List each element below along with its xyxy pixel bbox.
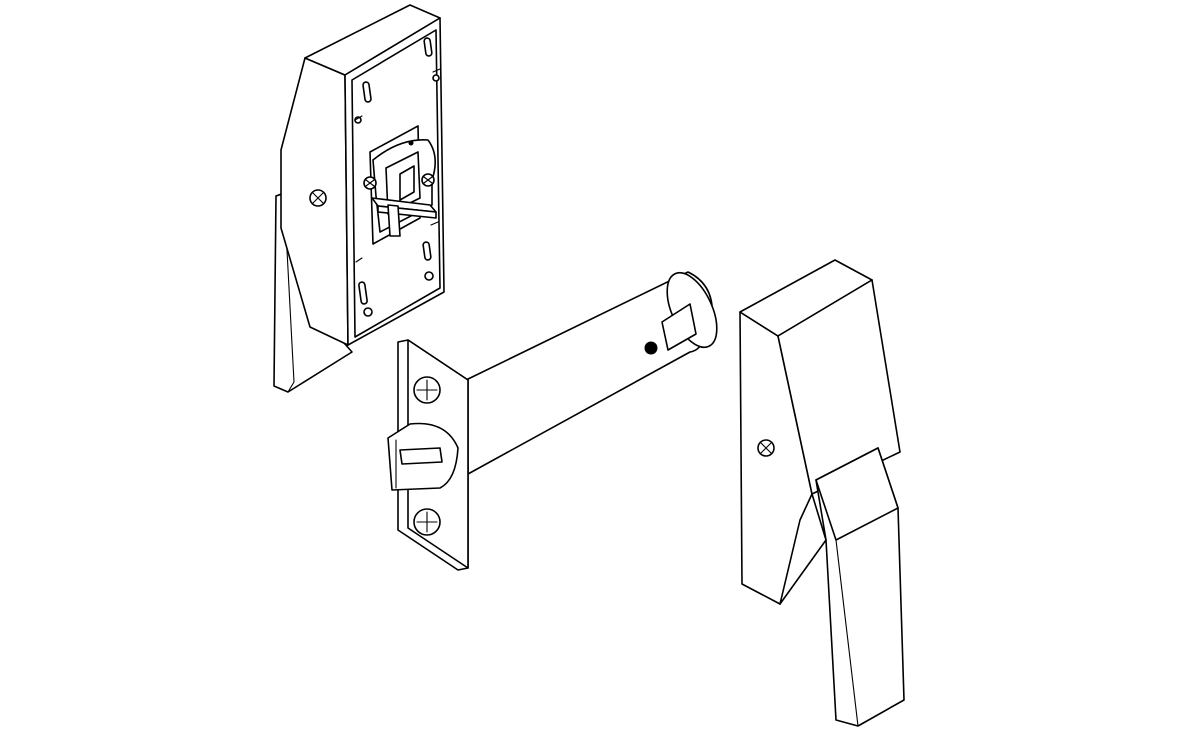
side-screw-icon — [309, 189, 327, 207]
mounting-slots — [354, 37, 441, 317]
outside-housing — [739, 259, 905, 727]
faceplate-screw-top-icon — [413, 376, 441, 404]
faceplate-screw-bottom-icon — [413, 508, 441, 536]
outside-housing-side — [777, 279, 901, 495]
latch-bolt — [387, 422, 459, 491]
tubular-latch — [387, 271, 718, 571]
outside-screw-icon — [757, 439, 775, 457]
spindle-mechanism — [363, 125, 437, 245]
spindle-hole-icon — [644, 341, 658, 355]
inside-housing — [273, 4, 445, 393]
